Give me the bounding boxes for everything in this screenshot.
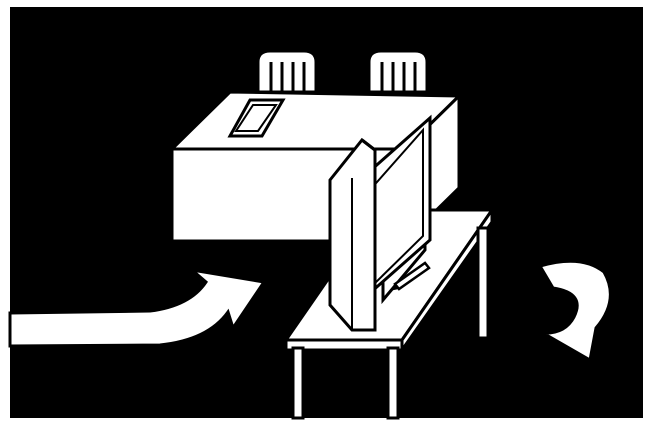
table-leg [388,348,398,418]
chair-right [369,51,427,92]
table-leg [293,348,303,418]
chair-left [258,51,316,92]
table-leg [478,228,488,338]
